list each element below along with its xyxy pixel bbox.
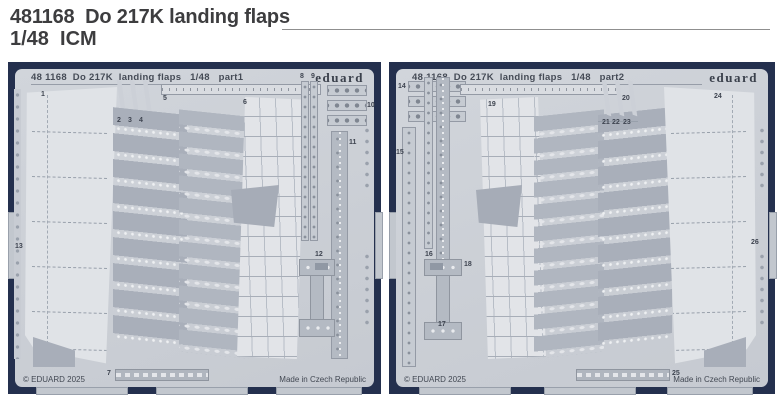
rib-line bbox=[671, 221, 747, 224]
hinge-strip bbox=[460, 84, 620, 95]
edge-sprue-strip bbox=[14, 89, 21, 359]
part-number-label: 9 bbox=[311, 73, 315, 80]
flap-patch-part bbox=[231, 185, 279, 227]
hinge-slat-column bbox=[534, 109, 604, 359]
bracket-slot bbox=[315, 263, 328, 270]
part-number-label: 10 bbox=[367, 102, 375, 109]
part-number-label: 8 bbox=[300, 73, 304, 80]
serrated-strip bbox=[576, 369, 670, 381]
serrated-strip bbox=[115, 369, 209, 381]
sprue-tab bbox=[419, 387, 511, 395]
sprue-tab bbox=[544, 387, 636, 395]
fret-title: 48 1168 Do 217K landing flaps 1/48 part1 bbox=[31, 72, 244, 83]
hole-strip bbox=[327, 100, 367, 111]
bracket-stem bbox=[310, 275, 324, 320]
eduard-logo: eduard bbox=[315, 70, 364, 85]
part-number-label: 23 bbox=[623, 119, 631, 126]
page-title: 481168 Do 217K landing flaps bbox=[10, 6, 290, 28]
bracket-part bbox=[299, 259, 335, 337]
copyright-text: © EDUARD 2025 bbox=[23, 375, 85, 384]
part-number-label: 11 bbox=[349, 139, 357, 146]
rib-line bbox=[671, 131, 747, 134]
rail-strip bbox=[424, 77, 433, 249]
edge-hole-column bbox=[758, 125, 766, 189]
rib-line bbox=[32, 311, 108, 314]
page-subtitle: 1/48 ICM bbox=[10, 28, 97, 50]
hinge-strip bbox=[161, 84, 321, 95]
edge-hole-column bbox=[363, 251, 371, 331]
rail-strip bbox=[310, 81, 318, 241]
part-number-label: 22 bbox=[612, 119, 620, 126]
part-number-label: 4 bbox=[139, 117, 143, 124]
part-number-label: 13 bbox=[15, 243, 23, 250]
fold-line bbox=[732, 95, 734, 344]
copyright-text: © EDUARD 2025 bbox=[404, 375, 466, 384]
rib-line bbox=[32, 266, 108, 269]
bracket-bar bbox=[299, 319, 335, 337]
fret-part1-photo: 48 1168 Do 217K landing flaps 1/48 part1… bbox=[8, 62, 383, 395]
hole-strip bbox=[327, 115, 367, 126]
flap-patch-part bbox=[476, 185, 522, 227]
rail-strip bbox=[402, 127, 416, 367]
fold-line bbox=[47, 95, 49, 344]
part-number-label: 5 bbox=[163, 95, 167, 102]
rib-line bbox=[671, 311, 747, 314]
part-number-label: 18 bbox=[464, 261, 472, 268]
part-number-label: 3 bbox=[128, 117, 132, 124]
sprue-tab bbox=[36, 387, 128, 395]
rib-line bbox=[671, 176, 747, 179]
bracket-stem bbox=[436, 275, 450, 323]
rib-line bbox=[32, 221, 108, 224]
rivet-rail bbox=[436, 77, 450, 319]
sprue-tab bbox=[156, 387, 248, 395]
blade-frame bbox=[598, 121, 638, 122]
part-number-label: 14 bbox=[398, 83, 406, 90]
rivet-slat-column bbox=[598, 107, 672, 347]
part-number-label: 25 bbox=[672, 370, 680, 377]
part-number-label: 1 bbox=[41, 91, 45, 98]
eduard-logo: eduard bbox=[709, 70, 758, 85]
part-number-label: 20 bbox=[622, 95, 630, 102]
rib-line bbox=[671, 266, 747, 269]
rivet-slat-column bbox=[113, 107, 187, 347]
part-number-label: 6 bbox=[243, 99, 247, 106]
wing-panel-part24 bbox=[664, 87, 756, 364]
bracket-bar bbox=[424, 322, 462, 340]
sprue-tab bbox=[375, 212, 383, 279]
part-number-label: 7 bbox=[107, 370, 111, 377]
sprue-tab bbox=[667, 387, 753, 395]
sprue-tab bbox=[769, 212, 777, 279]
blade-part bbox=[597, 78, 616, 117]
flap-skin-panel bbox=[237, 97, 305, 359]
sprue-tab bbox=[276, 387, 362, 395]
part-number-label: 15 bbox=[396, 149, 404, 156]
rivet-rail bbox=[331, 131, 348, 359]
part-number-label: 2 bbox=[117, 117, 121, 124]
bracket-slot bbox=[430, 263, 443, 270]
part-number-label: 26 bbox=[751, 239, 759, 246]
part-number-label: 19 bbox=[488, 101, 496, 108]
rib-line bbox=[32, 176, 108, 179]
hole-strip bbox=[327, 85, 367, 96]
bracket-part bbox=[424, 259, 462, 341]
part-number-label: 21 bbox=[602, 119, 610, 126]
part-number-label: 24 bbox=[714, 93, 722, 100]
fret-plate-part1: 48 1168 Do 217K landing flaps 1/48 part1… bbox=[14, 69, 375, 387]
divider-line bbox=[282, 29, 770, 30]
made-in-text: Made in Czech Republic bbox=[673, 375, 760, 384]
part-number-label: 17 bbox=[438, 321, 446, 328]
part-number-label: 12 bbox=[315, 251, 323, 258]
part-number-label: 16 bbox=[425, 251, 433, 258]
rib-line bbox=[32, 131, 108, 134]
edge-hole-column bbox=[758, 251, 766, 331]
made-in-text: Made in Czech Republic bbox=[279, 375, 366, 384]
fret-plate-part2: 48 1168 Do 217K landing flaps 1/48 part2… bbox=[396, 69, 768, 387]
rail-strip bbox=[301, 81, 309, 241]
wing-panel-part1 bbox=[25, 87, 117, 364]
blade-parts-group bbox=[598, 79, 642, 127]
edge-hole-column bbox=[363, 125, 371, 189]
fret-part2-photo: 48 1168 Do 217K landing flaps 1/48 part2… bbox=[389, 62, 777, 395]
